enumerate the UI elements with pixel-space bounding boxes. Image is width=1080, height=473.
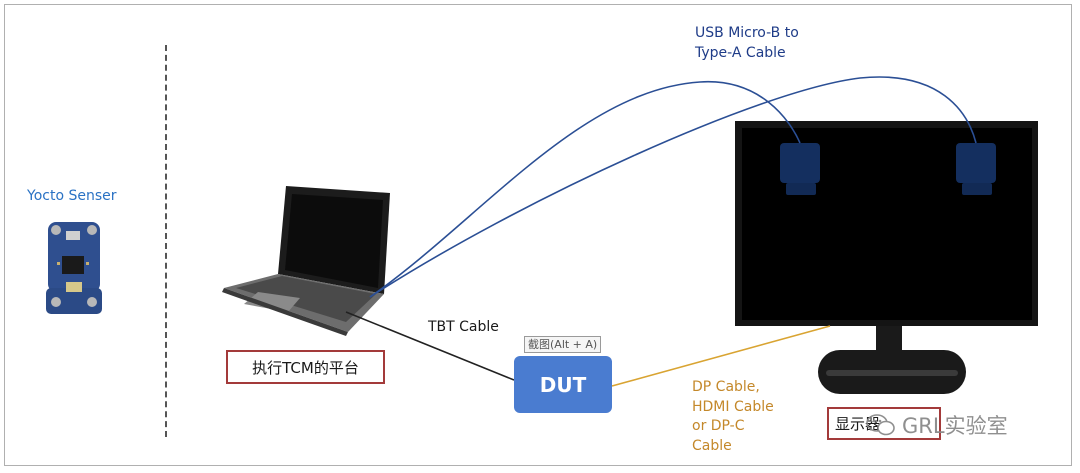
screenshot-tooltip: 截图(Alt + A) <box>524 336 602 353</box>
yocto-sensor-icon <box>46 222 102 314</box>
dashed-divider <box>165 45 167 437</box>
dut-box: DUT <box>514 356 612 413</box>
dp-cable-label-line2: HDMI Cable <box>692 398 774 415</box>
sensor-label: Yocto Senser <box>27 188 117 204</box>
usb-cable <box>369 76 977 298</box>
wechat-icon <box>866 414 895 436</box>
usb-cable-label-line1: USB Micro-B to <box>695 25 799 41</box>
usb-cable-label-line2: Type-A Cable <box>695 45 786 61</box>
usb-cable-label: USB Micro-B to Type-A Cable <box>695 23 845 63</box>
watermark-text: GRL实验室 <box>902 414 1008 438</box>
laptop-icon <box>222 186 390 336</box>
platform-label: 执行TCM的平台 <box>226 350 385 384</box>
tbt-cable <box>345 311 515 381</box>
dp-cable <box>611 325 831 387</box>
watermark: GRL实验室 <box>866 410 1008 440</box>
dp-cable-label: DP Cable, HDMI Cable or DP-C Cable <box>692 378 812 456</box>
monitor-icon <box>735 121 1038 394</box>
dp-cable-label-line1: DP Cable, <box>692 379 760 395</box>
dp-cable-label-line3: or DP-C <box>692 418 745 434</box>
dp-cable-label-line4: Cable <box>692 437 732 454</box>
diagram-frame <box>4 4 1072 466</box>
tbt-cable-label: TBT Cable <box>428 319 499 335</box>
